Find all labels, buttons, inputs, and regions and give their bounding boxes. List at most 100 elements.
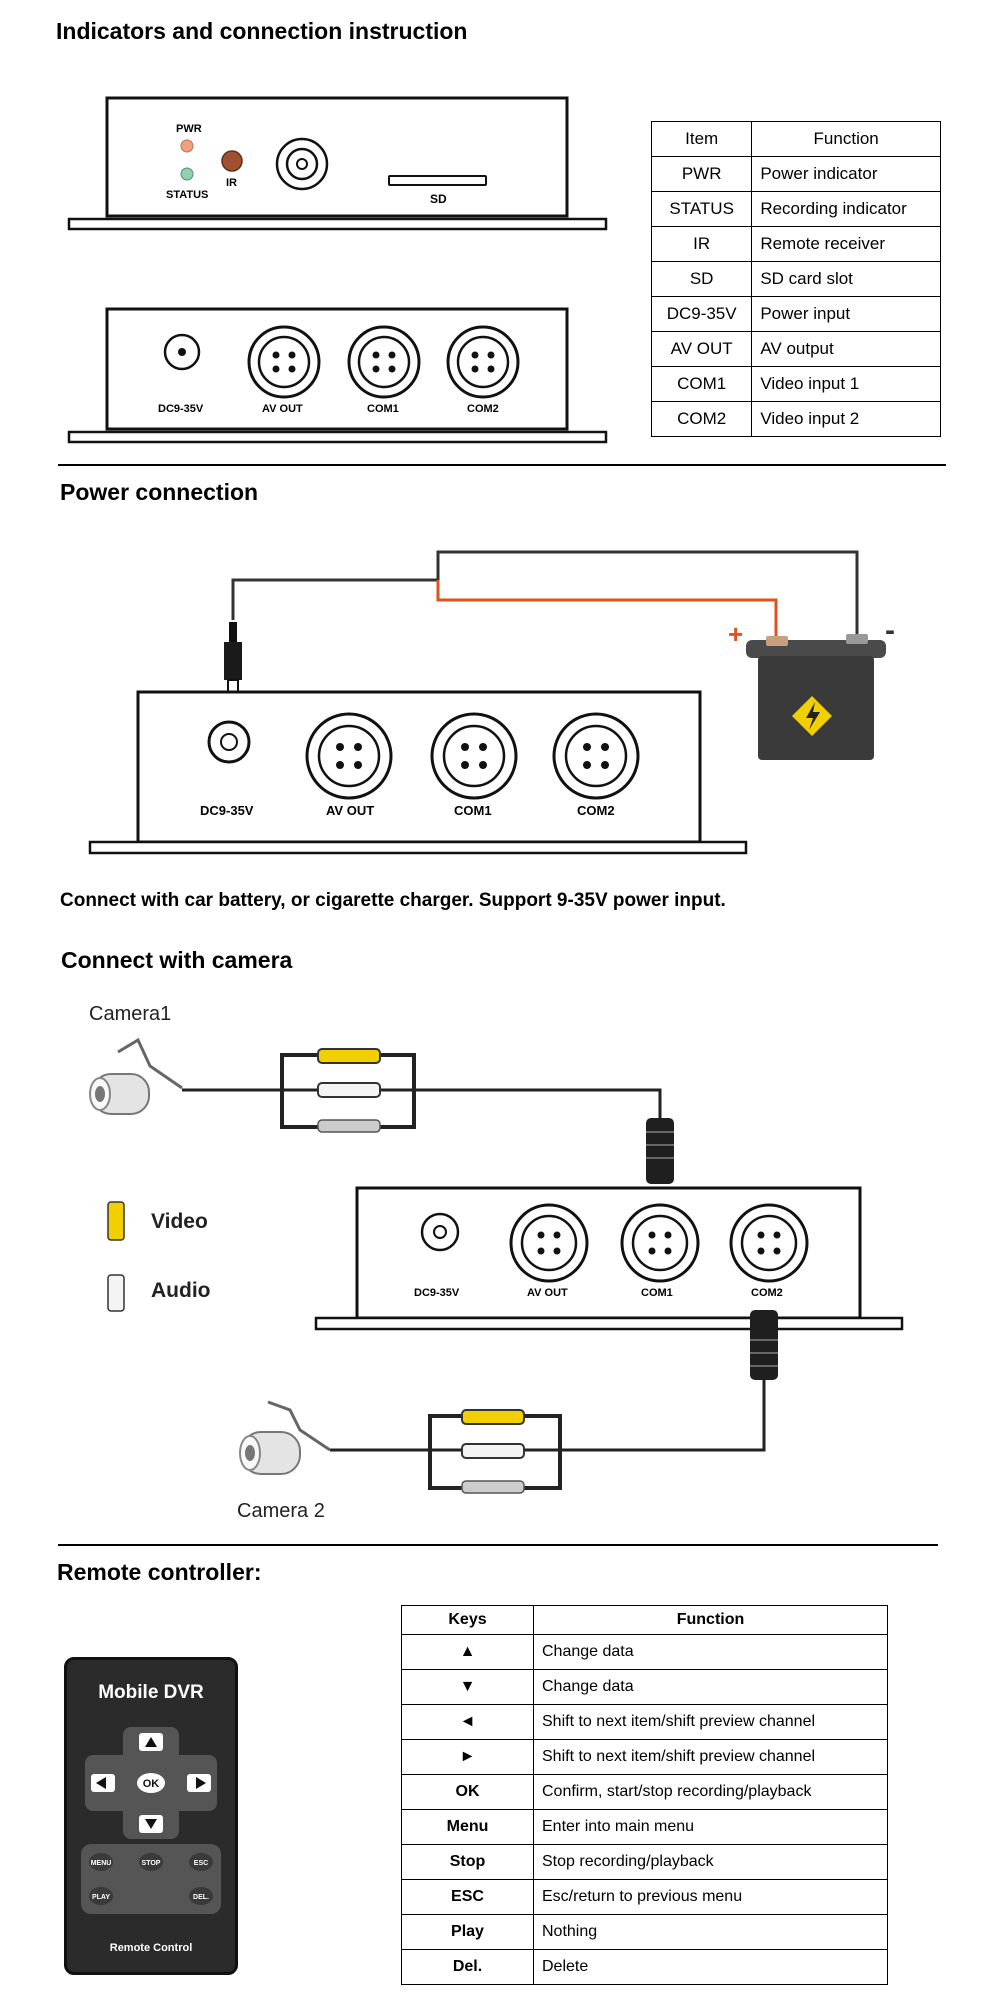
menu-label: MENU bbox=[91, 1860, 112, 1867]
key-cell: Play bbox=[401, 1914, 534, 1950]
dc-plug bbox=[224, 642, 242, 680]
audio-plug-1 bbox=[317, 1082, 381, 1098]
spec-header-row: Item Function bbox=[650, 121, 941, 157]
section-title-remote: Remote controller: bbox=[57, 1559, 262, 1585]
key-function: Change data bbox=[533, 1634, 888, 1670]
remote-title: Mobile DVR bbox=[98, 1682, 204, 1703]
play-button bbox=[89, 1887, 113, 1905]
key-function: Stop recording/playback bbox=[533, 1844, 888, 1880]
keys-header-keys: Keys bbox=[401, 1605, 534, 1635]
key-function: Shift to next item/shift preview channel bbox=[533, 1739, 888, 1775]
spec-item: DC9-35V bbox=[650, 296, 753, 332]
keys-header-function: Function bbox=[533, 1605, 888, 1635]
car-battery bbox=[746, 634, 886, 760]
front-panel: PWR STATUS IR SD bbox=[67, 96, 608, 231]
legend-audio-plug bbox=[107, 1274, 125, 1312]
dc-label-cam: DC9-35V bbox=[414, 1287, 460, 1299]
spec-function: Recording indicator bbox=[751, 191, 941, 227]
table-row: ◄Shift to next item/shift preview channe… bbox=[401, 1704, 888, 1740]
com1-cable-plug bbox=[646, 1118, 674, 1184]
legend-video-label: Video bbox=[151, 1210, 208, 1233]
battery-plus: + bbox=[728, 619, 743, 649]
ir-label: IR bbox=[226, 177, 237, 189]
keys-header-row: Keys Function bbox=[401, 1605, 888, 1635]
av-out-connector-large bbox=[305, 712, 393, 800]
com2-label-cam: COM2 bbox=[751, 1287, 783, 1299]
esc-button bbox=[189, 1853, 213, 1871]
key-function: Shift to next item/shift preview channel bbox=[533, 1704, 888, 1740]
section-title-camera: Connect with camera bbox=[61, 947, 293, 973]
ok-button bbox=[137, 1773, 165, 1793]
status-led bbox=[180, 167, 194, 181]
spec-item: SD bbox=[650, 261, 753, 297]
table-row: ▲Change data bbox=[401, 1634, 888, 1670]
av-out-label: AV OUT bbox=[262, 403, 303, 415]
ok-label: OK bbox=[143, 1778, 160, 1790]
del-label: DEL. bbox=[193, 1894, 209, 1901]
spec-function: Remote receiver bbox=[751, 226, 941, 262]
spec-function: Video input 1 bbox=[751, 366, 941, 402]
rear-panel-1: DC9-35V AV OUT COM1 COM2 bbox=[67, 307, 608, 444]
audio-plug-2 bbox=[461, 1443, 525, 1459]
key-function: Nothing bbox=[533, 1914, 888, 1950]
remote-control-image: Mobile DVR OK MENU STOP ESC PLAY DEL. Re… bbox=[64, 1657, 238, 1975]
key-cell: Del. bbox=[401, 1949, 534, 1985]
key-cell: ▲ bbox=[401, 1634, 534, 1670]
com1-connector-large bbox=[430, 712, 518, 800]
legend-audio-label: Audio bbox=[151, 1279, 211, 1302]
remote-footer: Remote Control bbox=[109, 1942, 193, 1954]
remote-keypad: OK MENU STOP ESC PLAY DEL. bbox=[81, 1727, 221, 1914]
spec-item: AV OUT bbox=[650, 331, 753, 367]
del-button bbox=[189, 1887, 213, 1905]
spec-item: STATUS bbox=[650, 191, 753, 227]
camera1-label: Camera1 bbox=[89, 1003, 172, 1025]
key-function: Change data bbox=[533, 1669, 888, 1705]
stop-button bbox=[139, 1853, 163, 1871]
key-cell: Menu bbox=[401, 1809, 534, 1845]
positive-wire bbox=[436, 580, 778, 648]
key-function: Confirm, start/stop recording/playback bbox=[533, 1774, 888, 1810]
key-cell: ◄ bbox=[401, 1704, 534, 1740]
spec-item: COM2 bbox=[650, 401, 753, 437]
av-out-label-cam: AV OUT bbox=[527, 1287, 568, 1299]
status-label: STATUS bbox=[166, 189, 208, 201]
av-out-label-large: AV OUT bbox=[326, 803, 374, 818]
table-row: ►Shift to next item/shift preview channe… bbox=[401, 1739, 888, 1775]
ir-receiver bbox=[221, 150, 243, 172]
table-row: ▼Change data bbox=[401, 1669, 888, 1705]
dc-label-large: DC9-35V bbox=[200, 803, 254, 818]
camera-diagram: DC9-35V AV OUT COM1 COM2 bbox=[89, 1037, 904, 1494]
divider bbox=[58, 1544, 938, 1546]
sd-label: SD bbox=[430, 192, 447, 206]
com1-label: COM1 bbox=[367, 403, 399, 415]
key-cell: ► bbox=[401, 1739, 534, 1775]
menu-button bbox=[89, 1853, 113, 1871]
com2-connector-large bbox=[552, 712, 640, 800]
pwr-led bbox=[180, 139, 194, 153]
spec-header-item: Item bbox=[650, 121, 753, 157]
spec-item: COM1 bbox=[650, 366, 753, 402]
power-note: Connect with car battery, or cigarette c… bbox=[60, 890, 726, 911]
divider bbox=[58, 464, 946, 466]
key-cell: OK bbox=[401, 1774, 534, 1810]
key-function: Esc/return to previous menu bbox=[533, 1879, 888, 1915]
key-function: Delete bbox=[533, 1949, 888, 1985]
sd-slot bbox=[388, 175, 487, 186]
key-function: Enter into main menu bbox=[533, 1809, 888, 1845]
esc-label: ESC bbox=[194, 1860, 208, 1867]
spec-item: IR bbox=[650, 226, 753, 262]
com2-cable-plug bbox=[750, 1310, 778, 1380]
spec-header-function: Function bbox=[751, 121, 941, 157]
